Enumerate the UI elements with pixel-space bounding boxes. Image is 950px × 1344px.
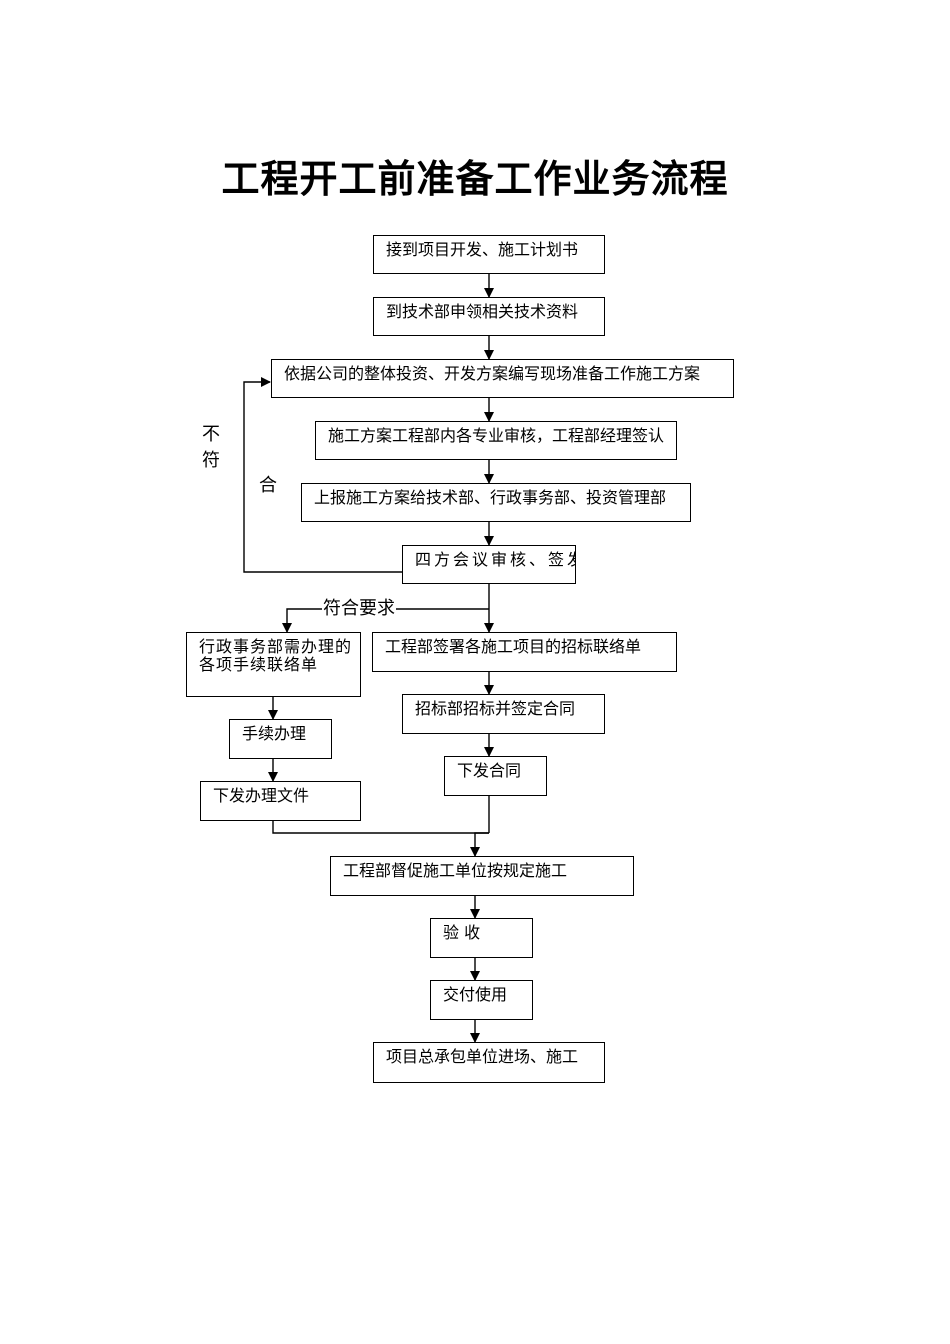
step-internal-review: 施工方案工程部内各专业审核，工程部经理签认 [315, 421, 677, 460]
step-handover: 交付使用 [430, 980, 533, 1020]
step-handle-procedures: 手续办理 [229, 719, 332, 759]
step-supervise-construction: 工程部督促施工单位按规定施工 [330, 856, 634, 896]
step-acceptance: 验 收 [430, 918, 533, 958]
step-write-plan: 依据公司的整体投资、开发方案编写现场准备工作施工方案 [271, 359, 734, 398]
step-tender-contract: 招标部招标并签定合同 [402, 694, 605, 734]
arrow-merge-s13 [470, 832, 489, 857]
label-not-conform-3: 合 [259, 475, 277, 496]
step-receive-plan: 接到项目开发、施工计划书 [373, 235, 605, 274]
label-not-conform-2: 符 [202, 450, 220, 471]
arrow-to-s7 [282, 608, 489, 633]
arrow-feedback-loop [243, 377, 402, 573]
step-contractor-entry: 项目总承包单位进场、施工 [373, 1042, 605, 1083]
line-merge-left [272, 821, 489, 834]
page-title: 工程开工前准备工作业务流程 [221, 156, 729, 201]
step-issue-contract: 下发合同 [444, 756, 547, 796]
step-four-party-review: 四方会议审核、签发 [402, 545, 576, 584]
label-conform: 符合要求 [322, 598, 396, 619]
label-not-conform-1: 不 [202, 424, 220, 445]
step-get-tech-docs: 到技术部申领相关技术资料 [373, 297, 605, 336]
step-tender-notice: 工程部签署各施工项目的招标联络单 [372, 632, 677, 672]
step-issue-documents: 下发办理文件 [200, 781, 361, 821]
step-submit-plan: 上报施工方案给技术部、行政事务部、投资管理部 [301, 483, 691, 522]
step-admin-procedures: 行政事务部需办理的各项手续联络单 [186, 632, 361, 697]
